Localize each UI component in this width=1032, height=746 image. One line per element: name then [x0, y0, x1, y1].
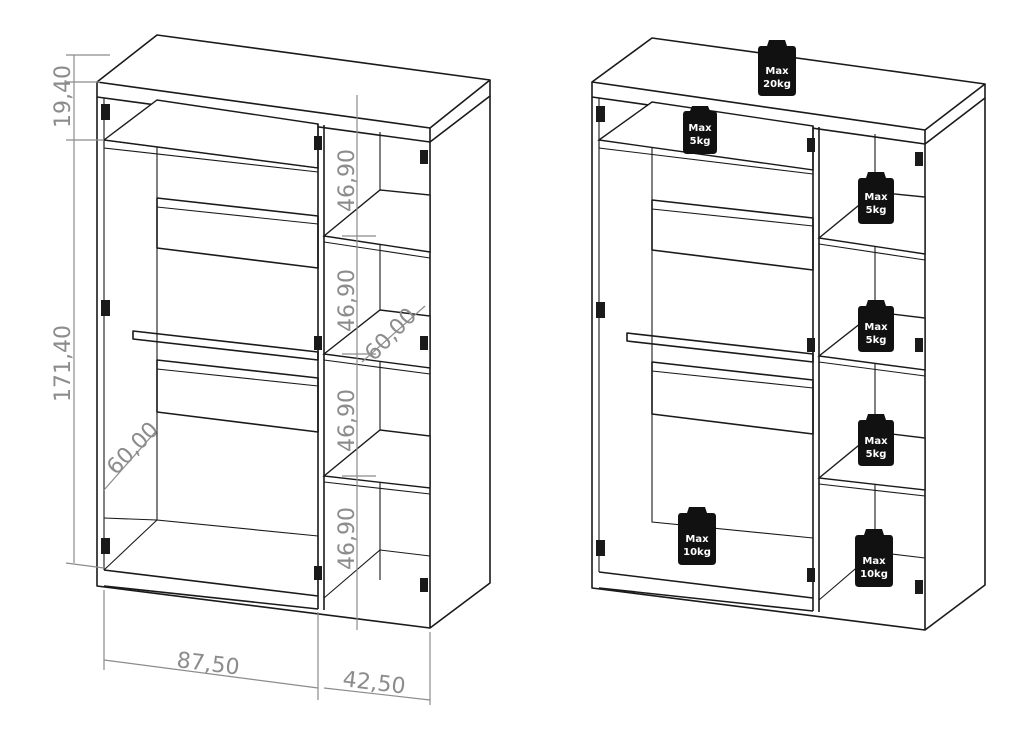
wardrobe-left: 19,40 171,40 60,00 46,90 46,90 46,90 46,…: [51, 34, 491, 705]
drawer-lower: [156, 359, 319, 433]
weight-label-right2-line2: 5kg: [866, 335, 887, 346]
weight-label-right3-line1: Max: [864, 436, 888, 447]
weight-label-left-shelf-line2: 5kg: [690, 136, 711, 147]
weight-label-right1-line1: Max: [864, 192, 888, 203]
weight-label-top-line1: Max: [765, 66, 789, 77]
hinge-icon: [596, 106, 923, 594]
weight-icon: Max 5kg: [858, 414, 894, 466]
dimension-lines: [65, 54, 431, 705]
dim-shelf-1: 46,90: [335, 149, 360, 212]
drawer-upper: [156, 197, 319, 269]
weight-icon: Max 20kg: [758, 40, 796, 96]
weight-label-left-floor-line1: Max: [685, 534, 709, 545]
weight-icon: Max 5kg: [683, 106, 717, 154]
right-shelf-3: [322, 429, 431, 489]
weight-icon: Max 5kg: [858, 172, 894, 224]
center-divider: [317, 124, 325, 610]
dim-shelf-4: 46,90: [335, 507, 360, 570]
right-side-panel: [429, 96, 491, 629]
weight-icon: Max 5kg: [858, 300, 894, 352]
weight-label-right3-line2: 5kg: [866, 449, 887, 460]
dim-body-height: 171,40: [51, 325, 76, 402]
wardrobe-right: Max 20kg Max 5kg Max 5kg Max 5kg Max 5kg…: [591, 37, 986, 631]
dim-right-width: 42,50: [341, 667, 407, 699]
left-top-shelf: [102, 99, 319, 169]
weight-label-left-shelf-line1: Max: [688, 123, 712, 134]
weight-label-right-floor-line1: Max: [862, 556, 886, 567]
dim-left-width: 87,50: [175, 648, 241, 680]
dim-top-height: 19,40: [51, 65, 76, 128]
weight-icon: Max 10kg: [855, 529, 893, 587]
weight-icon: Max 10kg: [678, 507, 716, 565]
left-side-edge: [96, 97, 431, 629]
dim-left-depth: 60,00: [102, 417, 164, 480]
dim-shelf-2: 46,90: [335, 269, 360, 332]
weight-label-top-line2: 20kg: [763, 79, 791, 90]
weight-label-right-floor-line2: 10kg: [860, 569, 888, 580]
plinth: [103, 569, 319, 610]
weight-label-right2-line1: Max: [864, 322, 888, 333]
hanging-rail: [132, 330, 319, 361]
hinge-icon: [101, 104, 428, 592]
weight-label-right1-line2: 5kg: [866, 205, 887, 216]
dim-shelf-3: 46,90: [335, 389, 360, 452]
weight-label-left-floor-line2: 10kg: [683, 547, 711, 558]
